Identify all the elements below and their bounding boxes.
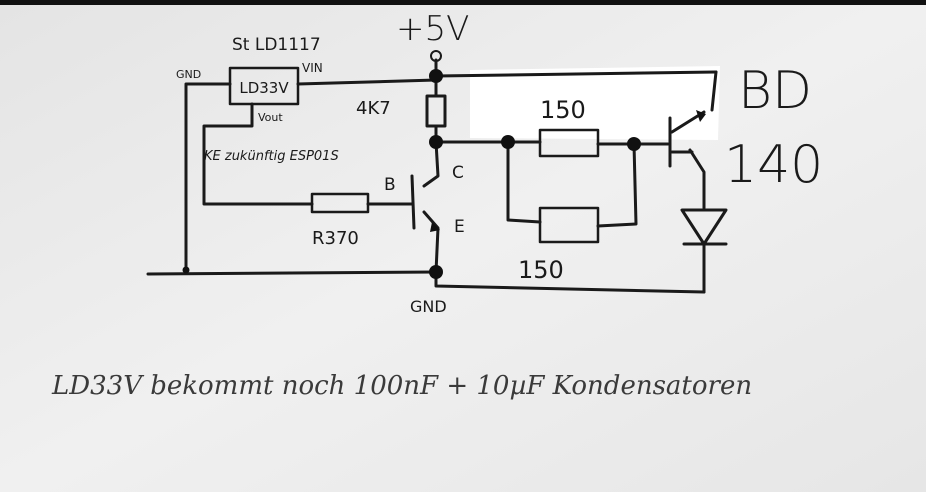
resistor-base [310, 192, 370, 214]
regulator-body-label: LD33V [239, 79, 289, 97]
transistor-small-base-bar [410, 174, 416, 230]
power-transistor-number: 140 [724, 135, 823, 195]
branch-left-down [506, 140, 542, 224]
junction-dots [182, 50, 641, 279]
emitter-arrow [430, 222, 440, 232]
diode-led [680, 208, 728, 246]
bd140-emitter-lead [688, 148, 706, 210]
regulator-vout-wire [202, 102, 314, 206]
wires [146, 58, 718, 294]
junction-supply [429, 69, 443, 83]
regulator-gnd-wire [184, 82, 232, 274]
regulator-part-name: St LD1117 [232, 35, 321, 55]
junction-branch-left [501, 135, 515, 149]
resistor-bottom-label: 150 [518, 256, 564, 284]
supply-label: +5V [396, 9, 469, 49]
collector-lead-small [422, 140, 440, 188]
resistor-bottom [538, 206, 600, 244]
junction-branch-right [627, 137, 641, 151]
ground-rail [146, 270, 438, 276]
regulator-pin-vin: VIN [302, 61, 323, 75]
resistor-pullup-label: 4K7 [356, 98, 391, 119]
regulator-pin-gnd: GND [176, 68, 201, 81]
junction-collector [429, 135, 443, 149]
regulator-ld33v: LD33V St LD1117 GND VIN Vout [176, 35, 323, 124]
branch-right-up [596, 142, 638, 228]
transistor-small [410, 174, 416, 230]
bd140-arrow [696, 110, 706, 122]
ground-label: GND [410, 297, 447, 316]
power-transistor-name: BD [738, 61, 812, 121]
regulator-body [228, 66, 300, 106]
top-edge-shadow [0, 0, 926, 5]
regulator-pin-vout: Vout [258, 111, 283, 124]
resistor-base-label: R370 [312, 228, 359, 249]
footer-note: LD33V bekommt noch 100nF + 10µF Kondensa… [51, 371, 752, 401]
junction-ground-left [182, 266, 190, 274]
transistor-emitter-label: E [454, 217, 465, 237]
resistor-top [538, 128, 600, 158]
diode-triangle [680, 208, 728, 246]
resistor-top-label: 150 [540, 96, 586, 124]
regulator-vin-wire [296, 78, 438, 86]
supply-rail [434, 70, 718, 78]
junction-ground [429, 265, 443, 279]
transistor-collector-label: C [452, 163, 464, 183]
collector-lead-bd140 [710, 70, 718, 112]
resistor-pullup [425, 94, 447, 128]
highlight-area [470, 66, 720, 140]
transistor-base-label: B [384, 175, 396, 195]
supply-terminal [430, 50, 442, 62]
future-device-note: KE zukünftig ESP01S [204, 149, 339, 164]
